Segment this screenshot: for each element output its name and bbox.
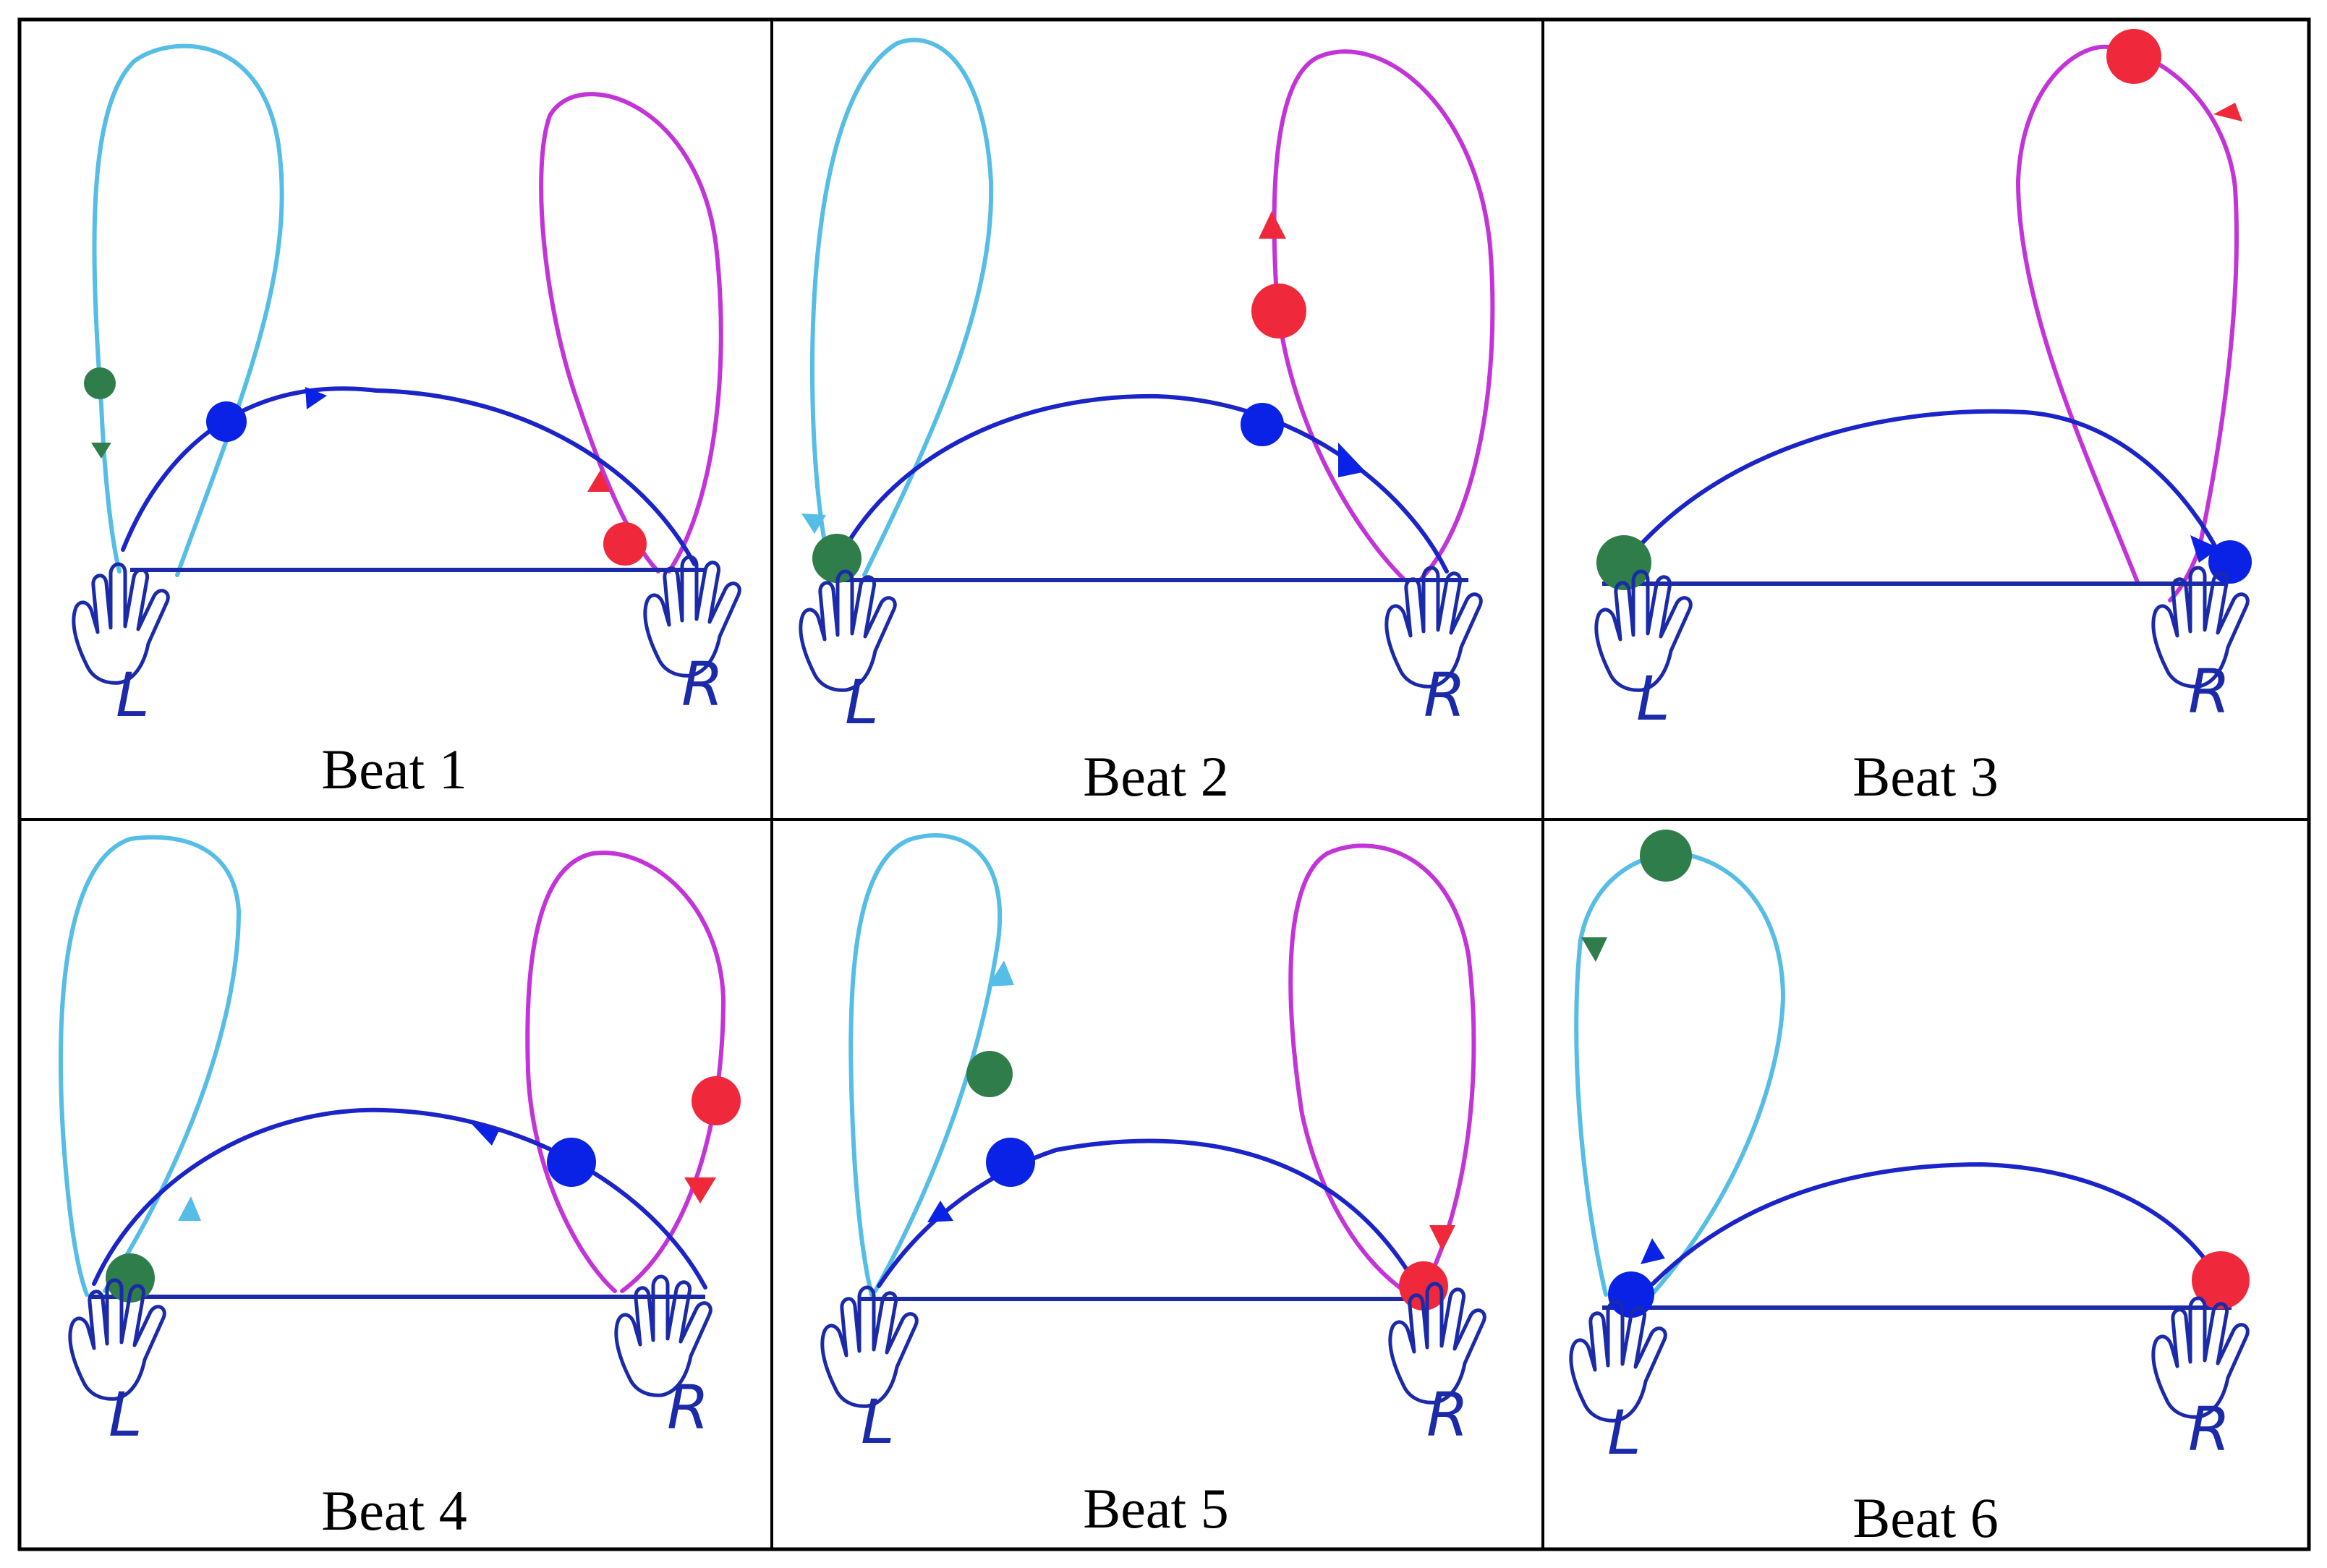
left-hand-label: L bbox=[109, 1379, 142, 1450]
blue-arrow-icon bbox=[1338, 443, 1366, 477]
green-ball bbox=[84, 367, 116, 399]
right-loop bbox=[525, 851, 726, 1293]
red-arrow-icon bbox=[1259, 211, 1286, 239]
blue-ball bbox=[206, 401, 247, 442]
green-ball bbox=[966, 1051, 1013, 1097]
right-hand-label: R bbox=[681, 649, 723, 720]
right-loop bbox=[1272, 49, 1495, 581]
beat-5-panel: L R Beat 5 bbox=[822, 833, 1484, 1540]
right-loop bbox=[2015, 44, 2239, 602]
green-arrow-icon bbox=[801, 514, 826, 534]
red-ball bbox=[1251, 284, 1306, 338]
cross-arc bbox=[837, 393, 1449, 574]
beat-4-panel: L R Beat 4 bbox=[58, 835, 741, 1542]
red-ball bbox=[603, 522, 647, 566]
blue-ball bbox=[1608, 1271, 1654, 1318]
red-arrow-icon bbox=[1429, 1225, 1455, 1251]
outer-frame bbox=[17, 17, 2311, 1551]
blue-arrow-icon bbox=[472, 1124, 499, 1146]
left-hand-label: L bbox=[116, 660, 150, 730]
beat-2-caption: Beat 2 bbox=[1083, 745, 1228, 808]
beat-2-panel: L R Beat 2 bbox=[801, 38, 1495, 808]
left-loop bbox=[92, 43, 284, 577]
left-loop bbox=[1574, 851, 1786, 1311]
green-ball bbox=[1596, 535, 1651, 590]
green-arrow-icon bbox=[178, 1196, 201, 1221]
cross-arc bbox=[1651, 1162, 2223, 1286]
red-arrow-icon bbox=[2213, 103, 2242, 122]
green-arrow-icon bbox=[91, 443, 111, 459]
beat-3-panel: L R Beat 3 bbox=[1596, 29, 2252, 808]
green-ball bbox=[1640, 830, 1692, 882]
right-hand-label: R bbox=[1426, 1379, 1468, 1450]
right-hand-label: R bbox=[667, 1372, 709, 1443]
blue-arrow-icon bbox=[305, 387, 327, 409]
left-loop bbox=[809, 38, 994, 577]
blue-ball bbox=[986, 1138, 1035, 1187]
left-hand-label: L bbox=[861, 1386, 895, 1457]
right-hand-label: R bbox=[2188, 656, 2230, 727]
left-loop bbox=[58, 835, 242, 1297]
blue-arrow-icon bbox=[927, 1201, 953, 1222]
left-hand-label: L bbox=[1607, 1397, 1641, 1468]
beat-6-panel: L R Beat 6 bbox=[1571, 830, 2250, 1549]
blue-arrow-icon bbox=[1641, 1238, 1665, 1264]
green-arrow-icon bbox=[988, 960, 1014, 987]
blue-ball bbox=[547, 1138, 596, 1187]
red-ball bbox=[692, 1076, 741, 1125]
red-arrow-icon bbox=[587, 470, 611, 492]
red-ball bbox=[2192, 1251, 2250, 1309]
beat-3-caption: Beat 3 bbox=[1852, 745, 1998, 808]
red-ball bbox=[2106, 29, 2161, 84]
blue-arrow-icon bbox=[2190, 535, 2219, 563]
left-loop bbox=[848, 833, 1003, 1297]
beat-6-caption: Beat 6 bbox=[1852, 1486, 1998, 1549]
right-loop bbox=[539, 92, 723, 574]
beat-5-caption: Beat 5 bbox=[1083, 1477, 1228, 1540]
beat-1-caption: Beat 1 bbox=[321, 738, 467, 801]
green-arrow-icon bbox=[1581, 937, 1607, 962]
right-hand-label: R bbox=[2188, 1394, 2230, 1465]
right-hand-label: R bbox=[1424, 660, 1465, 730]
left-hand-label: L bbox=[845, 667, 879, 738]
cross-arc bbox=[92, 1107, 707, 1290]
cross-arc bbox=[1622, 409, 2223, 566]
red-arrow-icon bbox=[684, 1177, 716, 1203]
cross-arc bbox=[121, 386, 697, 566]
blue-ball bbox=[1241, 403, 1284, 446]
right-loop bbox=[1288, 843, 1476, 1297]
beat-1-panel: L R Beat 1 bbox=[74, 43, 739, 801]
green-ball bbox=[812, 534, 862, 583]
left-hand-label: L bbox=[1636, 663, 1670, 734]
beat-4-caption: Beat 4 bbox=[321, 1479, 467, 1542]
